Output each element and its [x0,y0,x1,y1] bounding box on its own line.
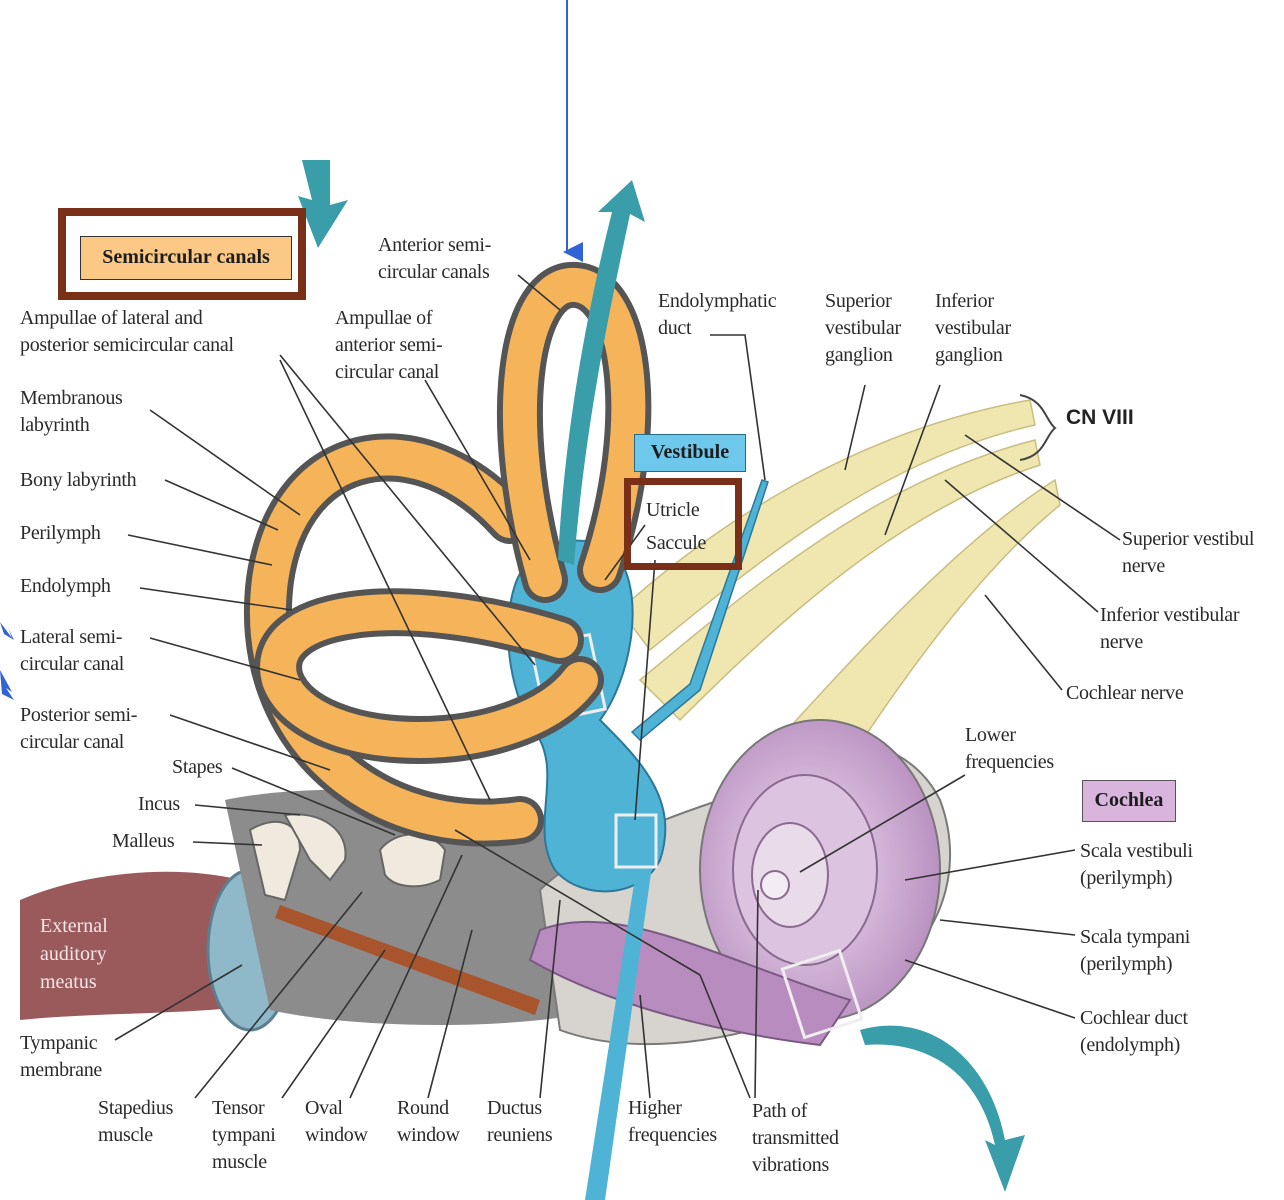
inferior-vestibular-nerve-label: Inferior vestibular nerve [1100,604,1240,653]
cn-viii-label: CN VIII [1066,406,1134,429]
posterior-canal-label: Posterior semi- circular canal [20,704,138,753]
superior-ganglion-label: Superior vestibular ganglion [825,290,901,366]
cochlear-nerve-shape [758,478,1061,791]
inferior-vestibular-nerve-shape [638,439,1041,722]
higher-frequencies-label: Higher frequencies [628,1097,717,1146]
leader-lines [114,274,1121,1099]
round-window-label: Round window [397,1097,460,1146]
ductus-reuniens-label: Ductus reuniens [487,1097,553,1146]
ampullae-lateral-posterior-label: Ampullae of lateral and posterior semici… [20,307,234,356]
stapes-label: Stapes [172,756,223,778]
cochlear-duct-label: Cochlear duct (endolymph) [1080,1007,1188,1056]
cochlea-basal-turn [528,920,852,1047]
external-meatus-shape [20,871,255,1020]
tensor-tympani-label: Tensor tympani muscle [212,1097,276,1173]
incus-shape [283,813,347,882]
cochlea-spiral-inner [751,822,829,928]
pointer-arrow-posterior [0,670,14,700]
posterior-canal-fill [250,439,538,841]
ampullae-anterior-label: Ampullae of anterior semi- circular cana… [335,307,443,383]
anterior-canals-label: Anterior semi- circular canals [378,234,491,283]
utricle-saccule-highlight [624,478,742,570]
stapedius-muscle-label: Stapedius muscle [98,1097,174,1146]
scala-vestibuli-label: Scala vestibuli (perilymph) [1080,840,1193,889]
perilymph-label: Perilymph [20,522,101,544]
path-of-vibrations-label: Path of transmitted vibrations [752,1100,839,1176]
utricle-label: Utricle [646,499,700,521]
cochlea-label: Cochlea [1082,780,1176,822]
cn-viii-brace [1019,394,1057,461]
endolymphatic-duct-shape [630,479,769,742]
lower-frequencies-label: Lower frequencies [965,724,1054,773]
incus-label: Incus [138,793,180,815]
cochlea-section-box [780,948,864,1040]
semicircular-canals-highlight [58,208,306,300]
cochlear-nerve-label: Cochlear nerve [1066,682,1184,704]
inferior-ganglion-label: Inferior vestibular ganglion [935,290,1011,366]
anterior-canal-fill [502,268,646,597]
flow-arrow-down-right [860,1025,1025,1192]
lateral-canal-label: Lateral semi- circular canal [20,626,125,675]
flow-arrow-top-left [298,160,348,248]
endolymph-label: Endolymph [20,575,111,597]
flow-arrow-up [558,180,645,565]
saccule-label: Saccule [646,532,707,554]
malleus-label: Malleus [112,830,175,852]
scala-tympani-label: Scala tympani (perilymph) [1080,926,1190,975]
membranous-labyrinth-label: Membranous labyrinth [20,387,123,436]
superior-vestibular-nerve-label: Superior vestibul nerve [1122,528,1255,577]
ductus-reuniens-shape [585,845,655,1200]
stapes-shape [378,833,447,888]
oval-window-label: Oval window [305,1097,368,1146]
bony-labyrinth-label: Bony labyrinth [20,469,137,491]
cochlea-apex [760,870,790,900]
pointer-arrow-lateral [0,622,14,640]
vestibule-label: Vestibule [634,434,746,472]
external-meatus-label: External auditory meatus [40,915,108,993]
tympanic-membrane-label: Tympanic membrane [20,1032,103,1081]
tensor-tympani-muscle-shape [275,905,540,1015]
lateral-canal-fill [260,594,598,758]
semicircular-canals-label: Semicircular canals [80,236,292,280]
endolymphatic-duct-label: Endolymphatic duct [658,290,777,339]
